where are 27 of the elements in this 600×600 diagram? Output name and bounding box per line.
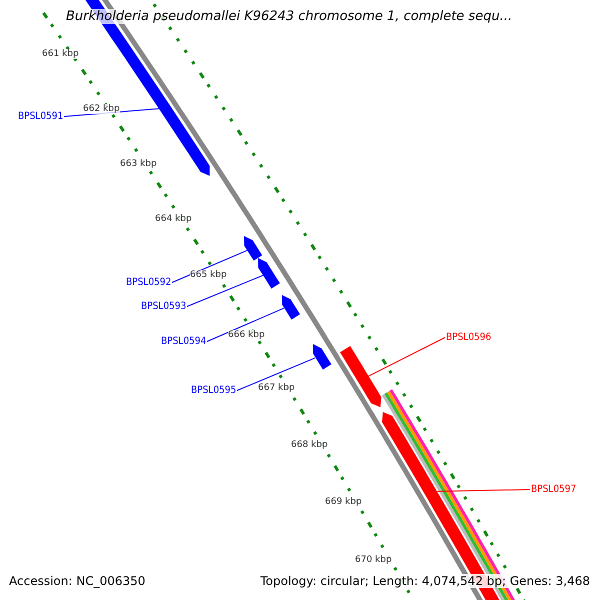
gene-block bbox=[282, 295, 300, 320]
tick-label: 663 kbp bbox=[120, 159, 157, 169]
tick-label: 665 kbp bbox=[190, 270, 227, 280]
tick-label: 662 kbp bbox=[83, 104, 120, 114]
leader-line bbox=[236, 357, 316, 391]
tick-label: 661 kbp bbox=[42, 49, 79, 59]
accession-text: Accession: NC_006350 bbox=[9, 574, 146, 588]
gene-block bbox=[258, 258, 280, 288]
gene-block bbox=[312, 344, 331, 370]
genome-summary-text: Topology: circular; Length: 4,074,542 bp; Genes: 3,468 bbox=[260, 574, 590, 588]
gene-label: BPSL0592 bbox=[126, 277, 172, 288]
gene-label: BPSL0596 bbox=[446, 332, 492, 343]
gene-label: BPSL0593 bbox=[141, 301, 186, 312]
leader-line bbox=[368, 337, 446, 377]
leader-line bbox=[186, 274, 264, 307]
gene-block bbox=[244, 236, 262, 260]
gene-block bbox=[340, 346, 382, 408]
leader-line bbox=[436, 489, 530, 492]
tick-label: 664 kbp bbox=[155, 214, 192, 224]
gene-label: BPSL0591 bbox=[18, 111, 64, 122]
gene-label: BPSL0595 bbox=[191, 385, 236, 396]
gene-label: BPSL0594 bbox=[161, 336, 206, 347]
gene-label: BPSL0597 bbox=[531, 484, 576, 495]
leader-line bbox=[172, 250, 248, 283]
tick-label: 670 kbp bbox=[355, 555, 392, 565]
leader-line bbox=[206, 308, 285, 342]
tick-label: 668 kbp bbox=[291, 440, 328, 450]
